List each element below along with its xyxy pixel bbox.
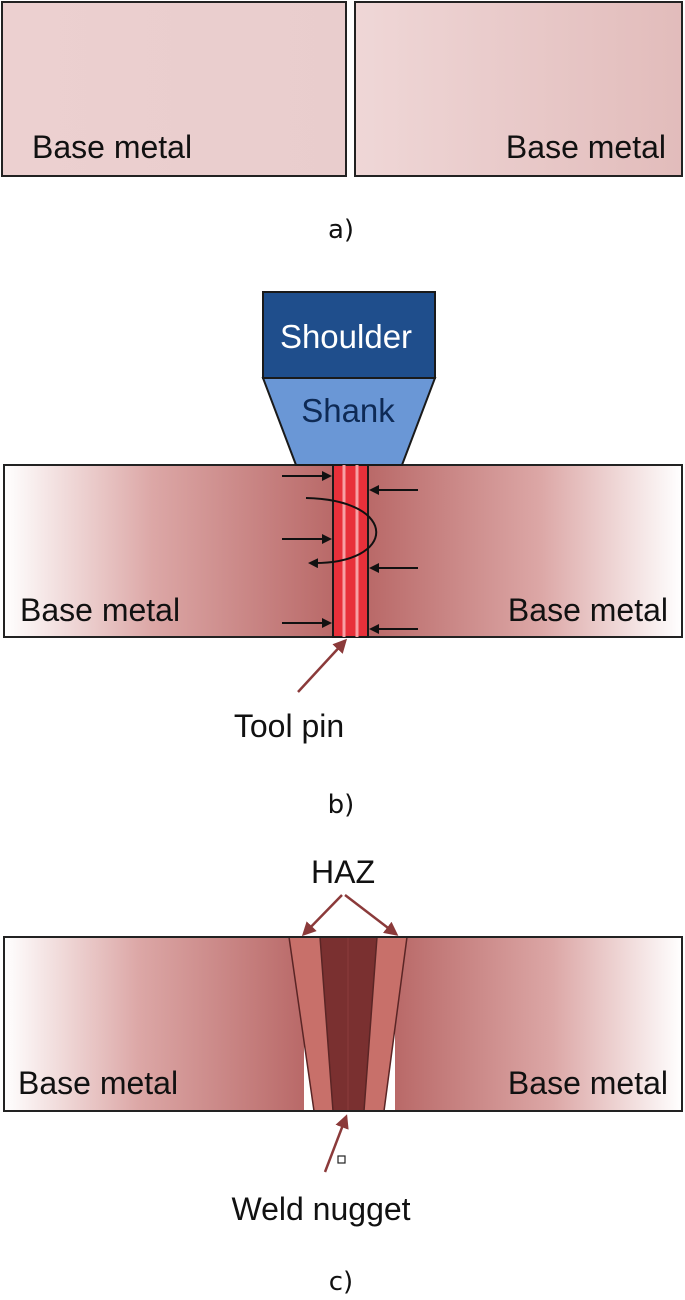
panel-b-caption: b) [328,790,355,820]
panel-c-left-label: Base metal [18,1065,178,1101]
panel-a: Base metal Base metal a) [1,1,683,245]
base-metal-plate-left [1,1,347,177]
panel-c-caption: c) [329,1267,353,1297]
panel-c: HAZ Base metal Base metal Weld nugget c) [3,854,683,1297]
plate-outline [3,936,683,1112]
weld-nugget-label: Weld nugget [231,1191,410,1227]
panel-a-right-label: Base metal [506,129,666,165]
small-marker [337,1155,346,1164]
tool-pin-pointer [297,638,348,693]
base-metal-plate-right [354,1,683,177]
weld-nugget-pointer [323,1114,349,1173]
panel-c-right-label: Base metal [508,1065,668,1101]
shank-label: Shank [301,392,395,429]
haz-pointer-left [301,894,343,937]
shoulder [262,291,436,379]
haz-label: HAZ [311,854,375,890]
panel-a-left-label: Base metal [32,129,192,165]
panel-b: Shoulder Shank Base metal Base metal Too… [3,291,683,820]
panel-b-right-label: Base metal [508,592,668,628]
panel-a-caption: a) [328,215,354,245]
base-metal-plate-right [395,937,682,1111]
rotation-arrow [305,497,378,569]
tool-pin-label: Tool pin [234,708,344,744]
shoulder-label: Shoulder [280,318,412,355]
base-metal-plate-left [4,465,334,637]
tool-pin [332,464,369,638]
base-metal-plate-right [368,465,682,637]
haz-pointer-right [344,894,399,936]
base-metal-plate-left [4,937,304,1111]
panel-b-left-label: Base metal [20,592,180,628]
